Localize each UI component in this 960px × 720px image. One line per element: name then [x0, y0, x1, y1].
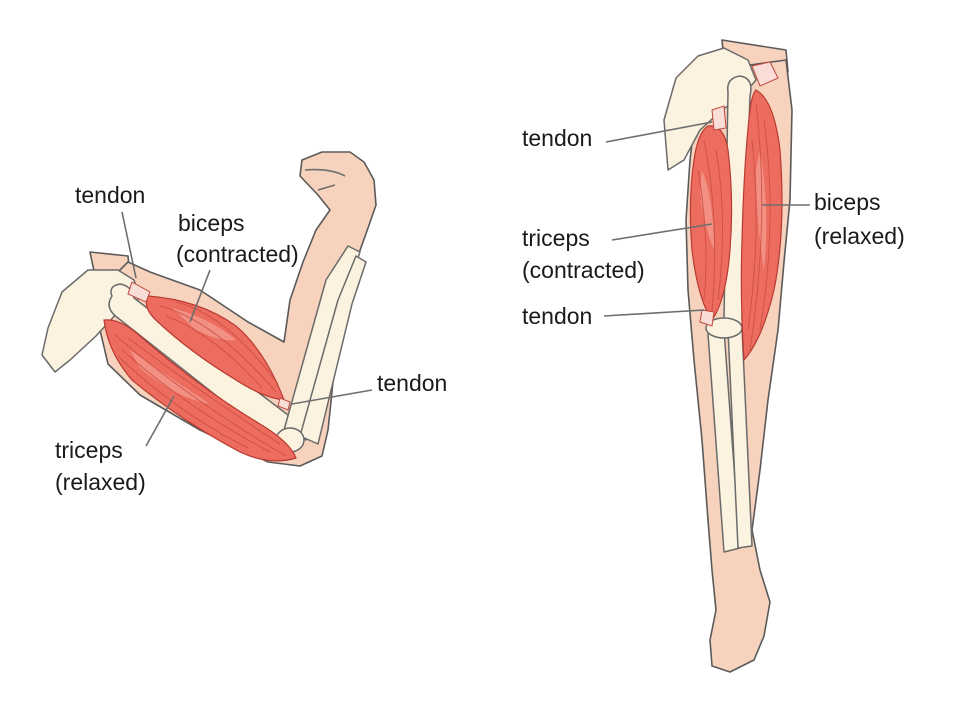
straight-arm-biceps-top-tendon — [751, 61, 779, 87]
leader-triceps-right — [611, 223, 713, 241]
bent-arm-upper-tendon — [127, 281, 151, 303]
leader-tendon-bottom-right — [603, 309, 705, 317]
leader-biceps-left — [189, 269, 211, 323]
label-triceps-relaxed-line2: (relaxed) — [55, 469, 146, 495]
label-biceps-contracted-line1: biceps — [178, 210, 244, 236]
bent-arm-biceps-fibers — [159, 301, 279, 393]
bent-arm-elbow-tendon — [277, 397, 291, 411]
straight-arm-leader-lines — [603, 121, 810, 317]
label-tendon-elbow: tendon — [377, 370, 447, 396]
label-biceps-relaxed-line1: biceps — [814, 189, 880, 215]
leader-tendon-elbow — [291, 389, 373, 405]
fist-knuckle-lines — [304, 168, 346, 191]
label-biceps-contracted-line2: (contracted) — [176, 241, 299, 267]
straight-arm-biceps-highlight — [756, 150, 767, 270]
bent-arm-triceps-fibers — [113, 333, 287, 457]
straight-arm-upper-tendon — [711, 105, 727, 131]
straight-arm-triceps-fibers — [697, 139, 724, 313]
straight-arm-illustration — [663, 39, 793, 673]
straight-arm-lower-tendon — [699, 309, 715, 327]
bent-arm-illustration — [41, 151, 377, 467]
straight-arm-triceps-highlight — [700, 170, 714, 250]
leader-tendon-top-right — [605, 121, 713, 143]
label-tendon-top-left: tendon — [75, 182, 145, 208]
bent-arm-biceps-highlight — [172, 308, 236, 341]
straight-arm-biceps-fibers — [747, 103, 771, 351]
bent-arm-radius-bone — [299, 255, 367, 445]
label-triceps-contracted-line1: triceps — [522, 225, 590, 251]
label-tendon-top-right: tendon — [522, 125, 592, 151]
label-triceps-contracted-line2: (contracted) — [522, 257, 645, 283]
bent-arm-leader-lines — [121, 211, 373, 447]
label-biceps-relaxed-line2: (relaxed) — [814, 223, 905, 249]
leader-tendon-top-left — [121, 211, 137, 279]
label-triceps-relaxed-line1: triceps — [55, 437, 123, 463]
leader-triceps-left — [145, 395, 175, 447]
label-tendon-bottom-right: tendon — [522, 303, 592, 329]
